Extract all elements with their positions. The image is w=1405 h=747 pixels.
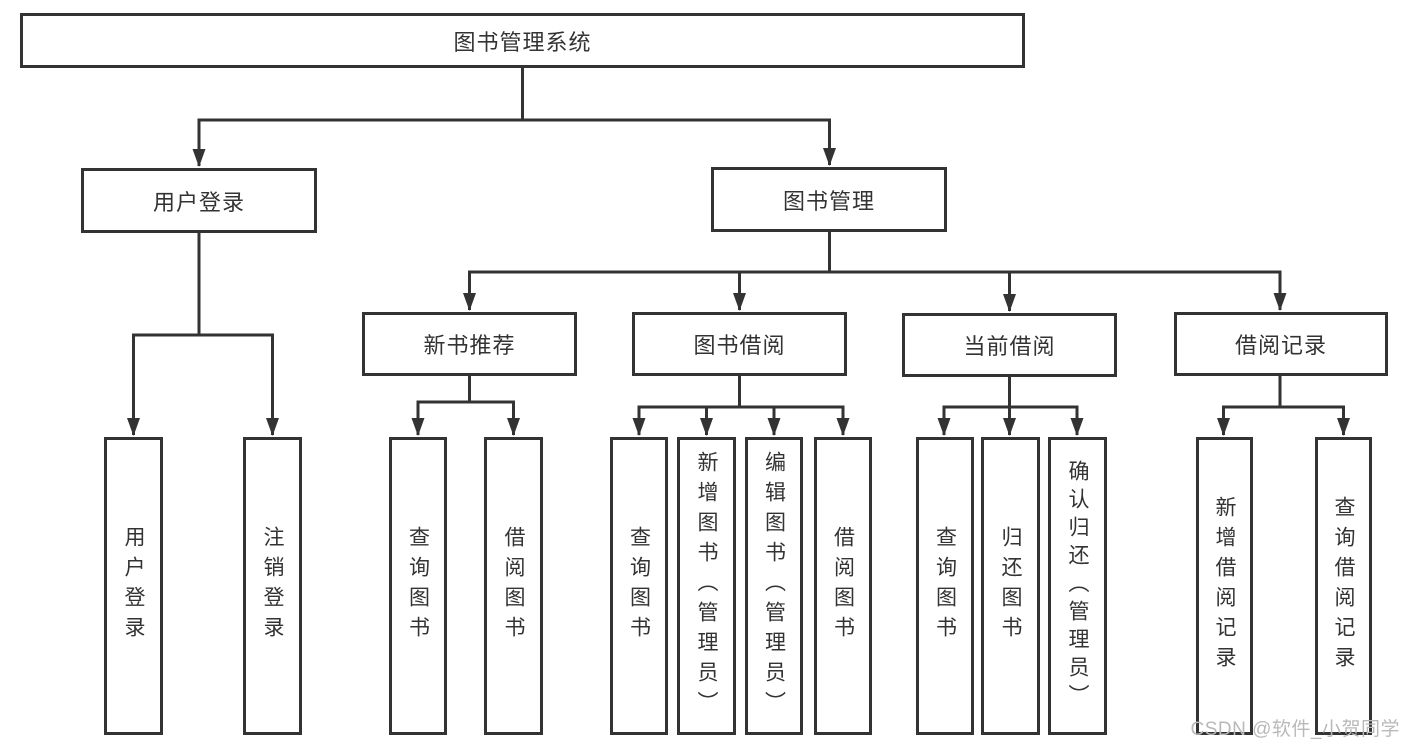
leaf-label: 注销登录 [261,526,284,646]
leaf-label: 查询图书 [406,526,430,646]
leaf-query-books-3: 查询图书 [916,437,974,735]
leaf-query-books-1: 查询图书 [389,437,447,735]
leaf-label: 查询借阅记录 [1332,496,1355,676]
leaf-query-borrow-record: 查询借阅记录 [1315,437,1372,735]
leaf-query-books-2: 查询图书 [610,437,668,735]
leaf-label: 归还图书 [999,526,1022,646]
leaf-borrow-books-2: 借阅图书 [814,437,872,735]
leaf-label: 借阅图书 [831,526,855,646]
leaf-edit-book-admin: 编辑图书（管理员） [745,437,803,735]
node-current-borrowing: 当前借阅 [902,313,1117,377]
leaf-confirm-return-admin: 确认归还（管理员） [1048,437,1107,735]
leaf-add-book-admin: 新增图书（管理员） [677,437,736,735]
leaf-user-login: 用户登录 [104,437,163,735]
leaf-label: 确认归还（管理员） [1066,460,1089,712]
node-user-login: 用户登录 [81,168,317,233]
leaf-borrow-books-1: 借阅图书 [484,437,543,735]
leaf-label: 查询图书 [627,526,651,646]
leaf-label: 编辑图书（管理员） [762,451,786,721]
leaf-return-book: 归还图书 [981,437,1040,735]
leaf-label: 新增借阅记录 [1213,496,1236,676]
node-borrowing-records: 借阅记录 [1174,312,1388,376]
leaf-label: 借阅图书 [502,526,525,646]
node-book-management: 图书管理 [711,167,947,232]
node-library-system: 图书管理系统 [20,13,1025,68]
leaf-label: 查询图书 [933,526,957,646]
leaf-label: 新增图书（管理员） [695,451,718,721]
leaf-add-borrow-record: 新增借阅记录 [1196,437,1253,735]
leaf-label: 用户登录 [122,526,145,646]
node-book-borrowing: 图书借阅 [632,312,847,376]
leaf-logout: 注销登录 [243,437,302,735]
csdn-watermark: CSDN @软件_小贺同学 [1190,719,1400,740]
node-new-book-recommend: 新书推荐 [362,312,577,376]
